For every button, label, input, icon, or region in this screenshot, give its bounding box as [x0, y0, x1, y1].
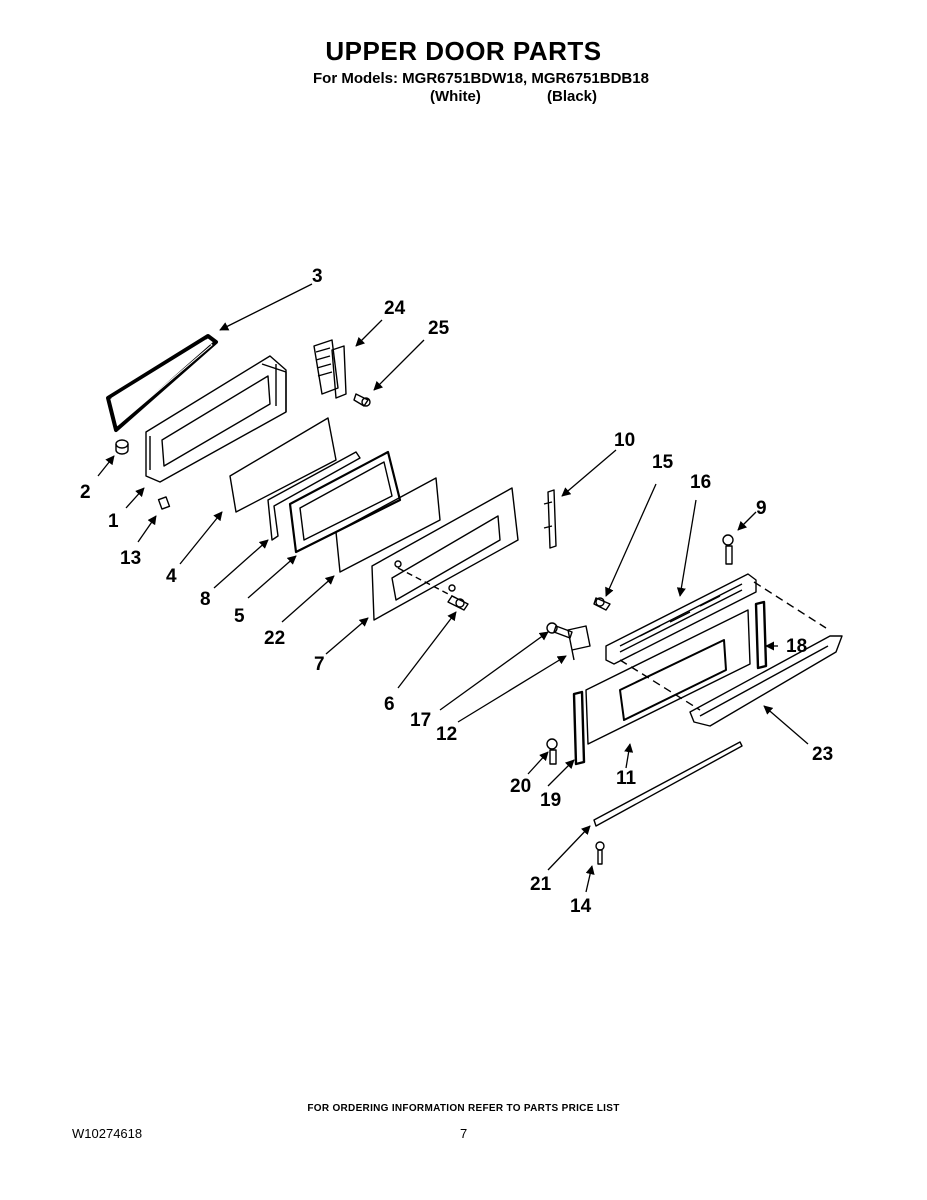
part-door-handle: [689, 635, 843, 727]
part-grommet: [115, 439, 129, 455]
part-inner-glass: [335, 477, 441, 573]
part-vent-bracket: [543, 489, 557, 549]
callout-2: 2: [80, 482, 91, 503]
callout-12: 12: [436, 724, 457, 745]
variant-black: (Black): [547, 88, 598, 105]
part-small-clip: [157, 496, 171, 510]
page-number: 7: [460, 1126, 468, 1141]
callout-4: 4: [166, 566, 177, 587]
part-gasket: [106, 334, 218, 432]
part-spacer-strip: [267, 451, 361, 541]
part-screw-20: [546, 738, 558, 765]
callout-17: 17: [410, 710, 431, 731]
part-bracket-12: [567, 625, 591, 661]
variant-white: (White): [430, 88, 481, 105]
callout-3: 3: [312, 266, 323, 287]
part-insulation-pack: [288, 450, 402, 554]
part-door-hinge: [313, 339, 347, 399]
callout-25: 25: [428, 318, 450, 339]
callout-18: 18: [786, 636, 807, 657]
callout-21: 21: [530, 874, 552, 895]
ordering-note: FOR ORDERING INFORMATION REFER TO PARTS …: [307, 1103, 620, 1114]
part-hinge-screw: [353, 393, 371, 407]
part-bottom-trim: [593, 741, 743, 827]
callout-19: 19: [540, 790, 561, 811]
callout-1: 1: [108, 511, 119, 532]
callout-10: 10: [614, 430, 635, 451]
callout-13: 13: [120, 548, 141, 569]
callout-11: 11: [616, 768, 637, 789]
callout-9: 9: [756, 498, 767, 519]
part-door-liner: [371, 487, 519, 621]
part-vent-panel: [605, 573, 757, 665]
part-side-trim-right: [754, 600, 768, 670]
part-inner-door-frame: [145, 355, 287, 483]
callout-20: 20: [510, 776, 531, 797]
document-number: W10274618: [72, 1126, 143, 1141]
callout-23: 23: [812, 744, 833, 765]
part-door-panel: [585, 609, 751, 745]
callout-15: 15: [652, 452, 674, 473]
part-screw-14: [595, 841, 605, 865]
part-screw-9: [722, 534, 734, 565]
callout-labels: 1 2 3 4 5 6 7 8 9 10 11 12 13 14 15 16 1…: [80, 266, 833, 917]
part-screw-15: [593, 597, 611, 611]
page-title: UPPER DOOR PARTS: [325, 36, 602, 66]
callout-16: 16: [690, 472, 711, 493]
callout-22: 22: [264, 628, 285, 649]
callout-24: 24: [384, 298, 406, 319]
models-line: For Models: MGR6751BDW18, MGR6751BDB18: [313, 70, 649, 87]
callout-14: 14: [570, 896, 592, 917]
callout-8: 8: [200, 589, 211, 610]
part-screw-6: [447, 595, 469, 611]
callout-6: 6: [384, 694, 395, 715]
part-side-trim-left: [572, 690, 586, 766]
part-glass-panel: [229, 417, 337, 513]
callout-5: 5: [234, 606, 245, 627]
callout-7: 7: [314, 654, 325, 675]
